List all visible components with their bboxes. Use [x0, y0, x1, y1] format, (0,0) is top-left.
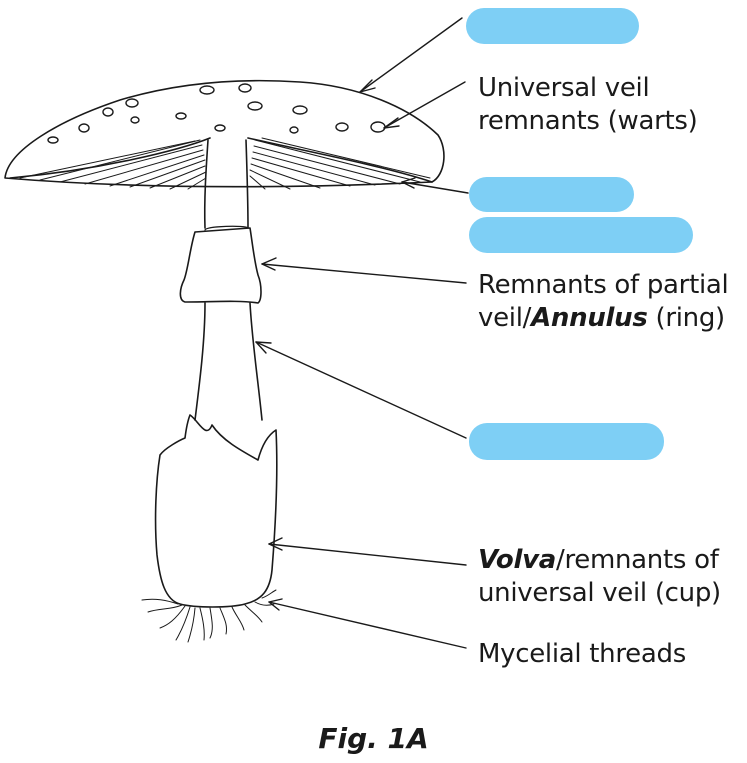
volva-cup — [154, 414, 278, 608]
gills-label-blank-1 — [469, 177, 634, 212]
pointer-cap — [359, 17, 463, 93]
label-annulus: Remnants of partial veil/Annulus (ring) — [478, 269, 729, 335]
stipe-lower — [194, 302, 263, 421]
stipe-label-blank — [469, 423, 664, 460]
label-annulus-prefix: veil/ — [478, 303, 532, 333]
label-annulus-term: Annulus — [531, 303, 648, 333]
mycelial-threads — [141, 589, 277, 643]
stipe-upper — [203, 139, 249, 229]
pointer-mycelial — [268, 601, 467, 649]
cap-underside — [9, 137, 433, 183]
label-warts-line2: remnants (warts) — [478, 106, 698, 136]
pointer-annulus — [261, 263, 467, 284]
label-mycelial: Mycelial threads — [478, 639, 686, 669]
label-annulus-line1: Remnants of partial — [478, 270, 729, 300]
pointer-lines — [255, 17, 469, 649]
cap-label-blank — [466, 8, 639, 44]
label-volva: Volva/remnants of universal veil (cup) — [478, 544, 721, 610]
gills-right — [249, 137, 431, 190]
label-volva-line2: universal veil (cup) — [478, 578, 721, 608]
pointer-warts — [383, 81, 466, 129]
cap-warts — [47, 83, 386, 144]
figure-caption: Fig. 1A — [318, 722, 429, 755]
label-volva-line1: Volva/remnants of — [478, 544, 721, 577]
label-warts: Universal veil remnants (warts) — [478, 72, 698, 138]
label-volva-term: Volva — [478, 545, 556, 575]
gills-label-blank-2 — [469, 217, 693, 253]
gills-left — [19, 139, 207, 190]
pointer-gills — [401, 181, 469, 194]
label-warts-line1: Universal veil — [478, 73, 650, 103]
label-volva-rest: /remnants of — [556, 545, 719, 575]
pointer-volva — [268, 543, 467, 566]
label-annulus-suffix: (ring) — [647, 303, 726, 333]
label-annulus-line2: veil/Annulus (ring) — [478, 302, 728, 335]
pointer-stipe — [255, 341, 467, 439]
cap — [4, 79, 445, 188]
annulus-ring — [179, 227, 262, 304]
